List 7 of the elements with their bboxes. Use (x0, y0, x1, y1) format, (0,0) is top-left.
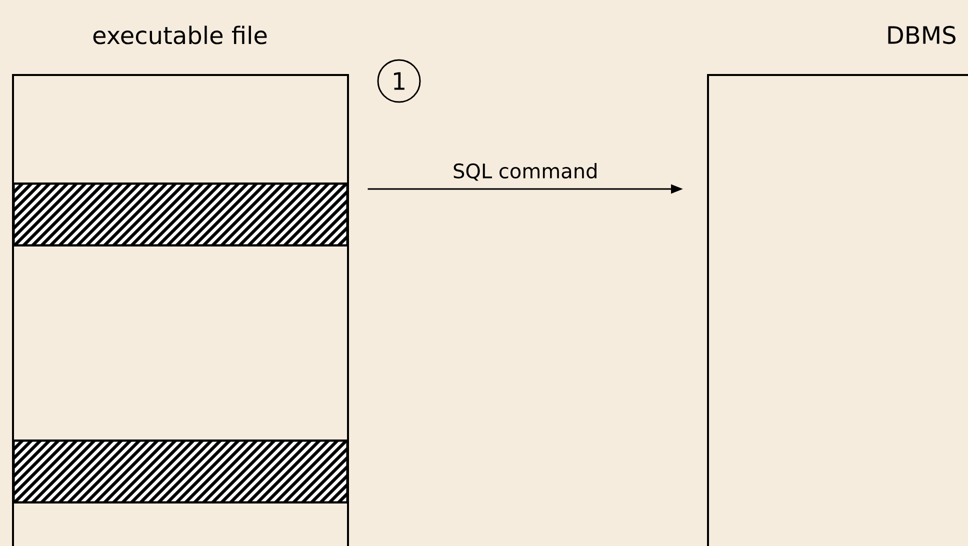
edge-label: SQL command (454, 163, 596, 181)
heading: executable file (93, 26, 267, 44)
heading: DBMS (888, 26, 956, 44)
block-box (707, 74, 968, 546)
block-box (12, 74, 349, 546)
hatched-band (12, 182, 348, 246)
hatched-band (12, 440, 348, 504)
